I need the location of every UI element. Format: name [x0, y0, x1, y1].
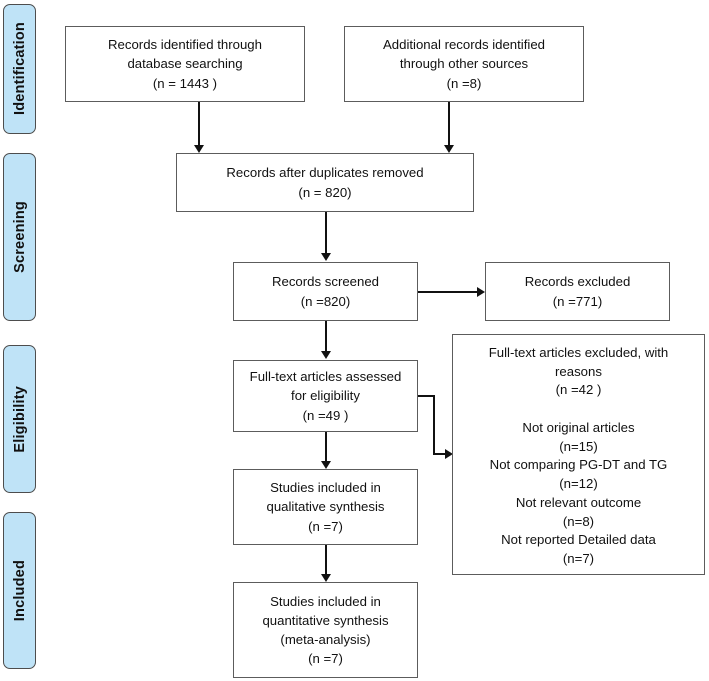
stage-tab-included-label: Included: [11, 559, 28, 622]
node-quantitative-synthesis-text: Studies included in quantitative synthes…: [262, 593, 389, 667]
node-qualitative-synthesis: Studies included in qualitative synthesi…: [233, 469, 418, 545]
connector-database-to-dedup: [198, 102, 200, 146]
connector-qualitative-to-quantitative: [325, 545, 327, 575]
arrowhead-fulltext-to-qualitative: [321, 461, 331, 469]
arrowhead-other-sources-to-dedup: [444, 145, 454, 153]
stage-tab-identification[interactable]: Identification: [3, 4, 36, 134]
node-fulltext-assessed: Full-text articles assessed for eligibil…: [233, 360, 418, 432]
arrowhead-screened-to-fulltext: [321, 351, 331, 359]
connector-dedup-to-screened: [325, 212, 327, 254]
node-records-after-duplicates-removed: Records after duplicates removed (n = 82…: [176, 153, 474, 212]
arrowhead-screened-to-excluded: [477, 287, 485, 297]
connector-screened-to-excluded: [418, 291, 478, 293]
connector-fulltext-to-reasons-segment-1: [418, 395, 435, 397]
arrowhead-qualitative-to-quantitative: [321, 574, 331, 582]
connector-other-sources-to-dedup: [448, 102, 450, 146]
node-records-excluded-text: Records excluded (n =771): [524, 274, 631, 309]
stage-tab-eligibility-label: Eligibility: [11, 385, 28, 453]
node-fulltext-excluded-with-reasons: Full-text articles excluded, with reason…: [452, 334, 705, 575]
stage-tab-included[interactable]: Included: [3, 512, 36, 669]
node-records-identified-other-sources: Additional records identified through ot…: [344, 26, 584, 102]
node-records-excluded: Records excluded (n =771): [485, 262, 670, 321]
connector-fulltext-to-qualitative: [325, 432, 327, 462]
node-records-after-duplicates-removed-text: Records after duplicates removed (n = 82…: [226, 165, 424, 200]
node-fulltext-excluded-with-reasons-text: Full-text articles excluded, with reason…: [488, 345, 669, 567]
arrowhead-database-to-dedup: [194, 145, 204, 153]
node-quantitative-synthesis: Studies included in quantitative synthes…: [233, 582, 418, 678]
node-records-screened-text: Records screened (n =820): [271, 274, 380, 309]
arrowhead-fulltext-to-reasons: [445, 449, 453, 459]
connector-fulltext-to-reasons-segment-2: [433, 395, 435, 454]
connector-fulltext-to-reasons-segment-3: [433, 453, 447, 455]
stage-tab-identification-label: Identification: [11, 22, 28, 116]
node-records-screened: Records screened (n =820): [233, 262, 418, 321]
node-records-identified-other-sources-text: Additional records identified through ot…: [382, 37, 545, 91]
arrowhead-dedup-to-screened: [321, 253, 331, 261]
node-records-identified-database-text: Records identified through database sear…: [108, 37, 262, 91]
node-records-identified-database: Records identified through database sear…: [65, 26, 305, 102]
node-fulltext-assessed-text: Full-text articles assessed for eligibil…: [249, 369, 402, 423]
stage-tab-screening[interactable]: Screening: [3, 153, 36, 321]
node-qualitative-synthesis-text: Studies included in qualitative synthesi…: [266, 480, 385, 534]
connector-screened-to-fulltext: [325, 321, 327, 352]
stage-tab-screening-label: Screening: [11, 201, 28, 273]
stage-tab-eligibility[interactable]: Eligibility: [3, 345, 36, 493]
